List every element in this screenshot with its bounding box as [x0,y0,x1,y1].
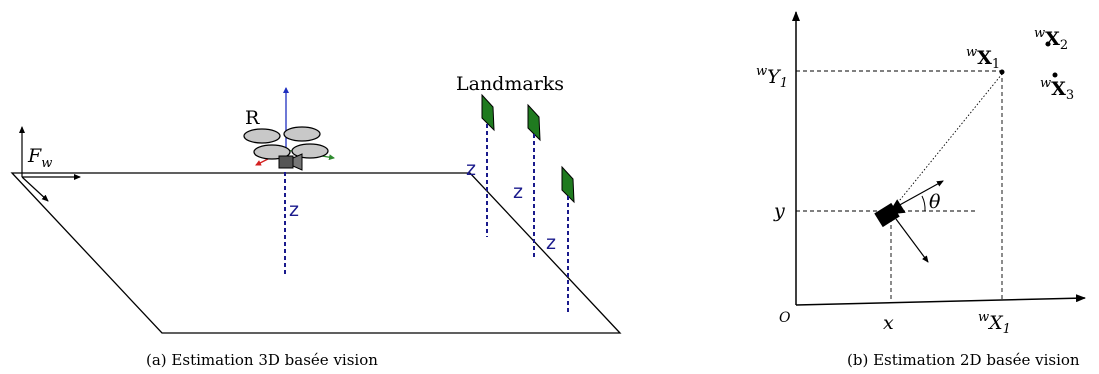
landmark-3-z-label: z [546,232,556,254]
landmarks-title: Landmarks [456,73,564,95]
landmark-2-point [1045,41,1051,47]
landmark-1 [481,93,495,237]
landmark-1-label: wX1 [966,45,1000,72]
landmark-1-point [999,69,1005,75]
robot-label: R [245,107,260,129]
caption-b: (b) Estimation 2D basée vision [847,351,1080,369]
landmark-2-z-label: z [513,181,523,203]
y-label: y [773,200,785,222]
world-frame-label: Fw [27,145,52,171]
line-of-sight [890,73,1003,212]
world-frame-axes [19,126,81,202]
origin-label: O [779,310,791,326]
landmark-3-marker [561,165,575,204]
landmark-1-marker [481,93,495,132]
x-axis [795,294,1086,306]
y1-label: wY1 [756,64,788,91]
panel-a-3d-scene: Fw z R Landmarks z z [10,73,622,369]
ground-plane [10,172,622,334]
landmark-2-marker [527,103,541,142]
caption-a: (a) Estimation 3D basée vision [146,351,378,369]
panel-b-2d-scene: θ O x y wY1 wX1 wX1 wX2 wX3 (b) Estimati… [756,11,1086,369]
landmark-3 [561,165,575,312]
drone-icon [243,87,335,171]
landmark-2 [527,103,541,258]
x-label: x [883,312,894,334]
x1-label: wX1 [978,310,1011,337]
camera-icon [874,180,944,263]
landmark-3-point [1052,72,1058,78]
drone-z-label: z [289,199,299,221]
landmark-1-z-label: z [466,158,476,180]
landmark-2-label: wX2 [1034,26,1068,53]
theta-label: θ [929,191,941,213]
landmark-3-label: wX3 [1040,76,1074,103]
